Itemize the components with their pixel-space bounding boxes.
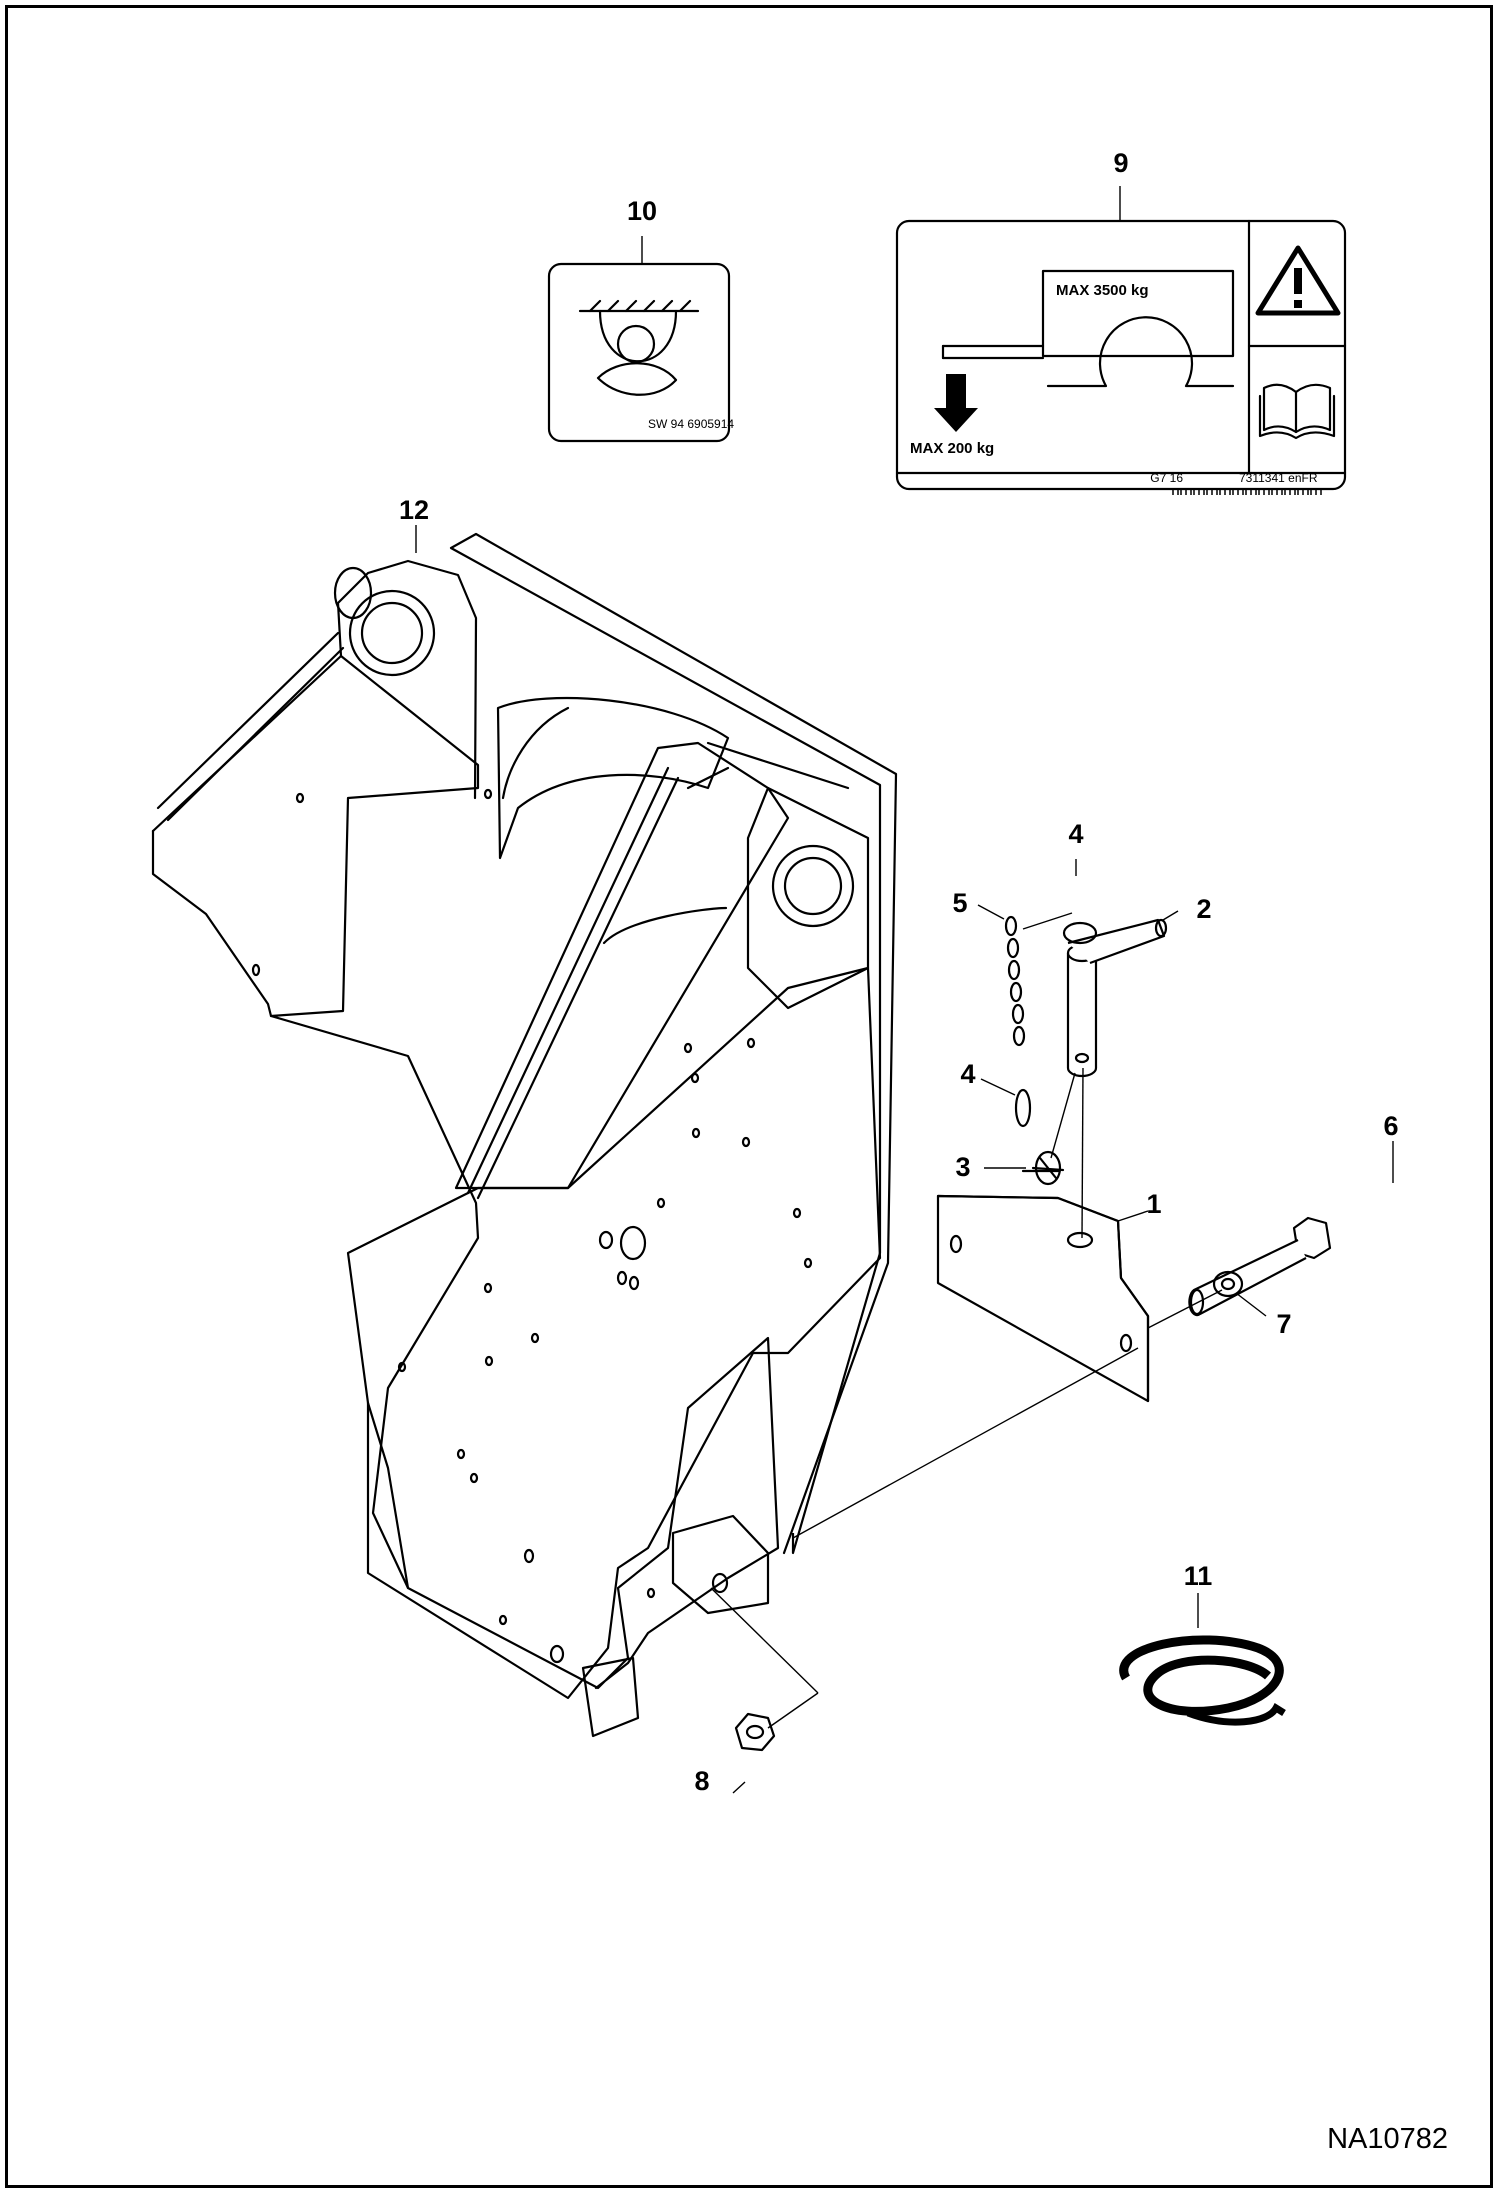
manual-book-icon [1258,383,1336,440]
callout-3: 3 [955,1152,970,1182]
callout-11: 11 [1184,1561,1213,1591]
split-ring-lower [1014,1088,1032,1128]
flange-nut [734,1712,776,1752]
decal-9-code-right: 7311341 enFR [1239,471,1318,485]
decal-10-code: SW 94 6905914 [648,417,734,431]
hitch-pin [1066,918,1168,1078]
callout-2: 2 [1196,894,1211,924]
callout-1: 1 [1146,1189,1161,1219]
decal-tongue-weight: MAX 3500 kg MAX 200 kg G7 16 7311341 enF… [895,219,1347,495]
callout-8: 8 [694,1766,709,1796]
callout-4-upper: 4 [1068,819,1083,849]
hitch-plate [936,1194,1150,1403]
parts-diagram-sheet: SW 94 6905914 MAX 3500 kg MAX 200 kg G7 … [5,5,1493,2188]
cable-coil [1119,1635,1286,1726]
down-arrow-icon [934,374,978,432]
callout-9: 9 [1113,148,1128,178]
callout-4-lower: 4 [960,1059,975,1089]
leader-lines [415,186,1394,1794]
decal-9-code-left: G7 16 [1150,471,1183,485]
callout-7: 7 [1276,1309,1291,1339]
callout-5: 5 [952,888,967,918]
decal-lift-point: SW 94 6905914 [547,262,734,443]
linch-pin [1021,1150,1065,1186]
hitch-frame-weldment [151,532,898,1738]
decal-9-max-trailer: MAX 3500 kg [1056,282,1149,299]
hex-bolt [1188,1216,1332,1317]
decal-9-max-tongue: MAX 200 kg [910,440,994,457]
callout-6: 6 [1383,1111,1398,1141]
parts-diagram: SW 94 6905914 MAX 3500 kg MAX 200 kg G7 … [151,148,1448,2155]
callout-labels: 1 2 3 4 4 5 6 7 8 9 10 11 12 [399,148,1399,1796]
callout-10: 10 [627,196,657,226]
callout-12: 12 [399,495,429,525]
split-ring-upper [1062,921,1098,945]
figure-id: NA10782 [1327,2123,1448,2155]
warning-triangle-icon [1255,245,1341,316]
retaining-chain [1004,915,1026,1047]
flat-washer [1212,1270,1244,1298]
hook-icon [578,299,700,396]
frame-holes [251,788,813,1664]
barcode [1172,488,1322,495]
